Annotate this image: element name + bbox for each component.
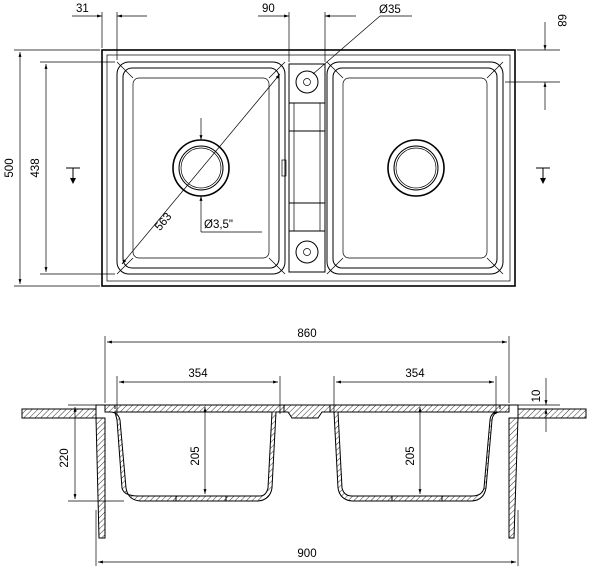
dim-220: 220 xyxy=(59,404,124,502)
dim-563: 563 xyxy=(121,73,281,265)
dim-205-right: 205 xyxy=(405,407,422,494)
countertop-right xyxy=(517,408,587,419)
center-divider-section xyxy=(283,404,331,419)
dim-90-label: 90 xyxy=(262,3,275,15)
section-view: 860 354 354 10 xyxy=(21,328,587,566)
dim-563-label: 563 xyxy=(153,211,175,233)
dim-drain-label: Ø3,5" xyxy=(204,219,233,231)
dim-438-label: 438 xyxy=(30,158,42,177)
dim-10: 10 xyxy=(518,378,560,432)
left-bowl-top xyxy=(116,61,286,275)
dim-438: 438 xyxy=(30,61,115,275)
dim-205-left: 205 xyxy=(190,407,207,494)
dim-10-label: 10 xyxy=(531,390,543,403)
left-drain xyxy=(172,139,230,197)
cabinet-left xyxy=(95,417,106,539)
cabinet-right xyxy=(508,417,519,539)
section-marker-right xyxy=(536,167,550,184)
sink-outer-rim xyxy=(101,49,516,287)
right-drain xyxy=(387,139,445,197)
dim-354-right-label: 354 xyxy=(405,368,425,380)
dim-220-label: 220 xyxy=(59,448,71,467)
dim-354-left: 354 xyxy=(116,368,281,414)
section-marker-left xyxy=(66,167,80,184)
dim-900: 900 xyxy=(95,510,519,566)
countertop-left xyxy=(21,408,97,419)
dim-354-left-label: 354 xyxy=(188,368,208,380)
right-bowl-section xyxy=(329,404,510,502)
dim-35-label: Ø35 xyxy=(379,4,401,16)
right-bowl-top xyxy=(326,61,504,275)
dim-35: Ø35 xyxy=(312,4,412,75)
dim-68-label: 68 xyxy=(555,14,567,27)
dim-900-label: 900 xyxy=(297,548,316,560)
center-divider xyxy=(281,63,326,273)
dim-500-label: 500 xyxy=(4,158,16,177)
dim-205-right-label: 205 xyxy=(405,446,417,465)
dim-205-left-label: 205 xyxy=(190,446,202,465)
dim-860-label: 860 xyxy=(297,328,316,340)
dim-drain: Ø3,5" xyxy=(199,118,262,233)
dim-68: 68 xyxy=(505,14,567,110)
dim-354-right: 354 xyxy=(333,368,497,414)
dim-860: 860 xyxy=(104,328,510,403)
dim-90: 90 xyxy=(258,3,356,62)
dim-500: 500 xyxy=(4,49,100,287)
dim-31: 31 xyxy=(72,3,147,60)
sink-inner-rim xyxy=(106,54,511,282)
dim-31-label: 31 xyxy=(76,3,89,15)
top-view: 31 90 Ø35 68 5 xyxy=(4,3,567,287)
